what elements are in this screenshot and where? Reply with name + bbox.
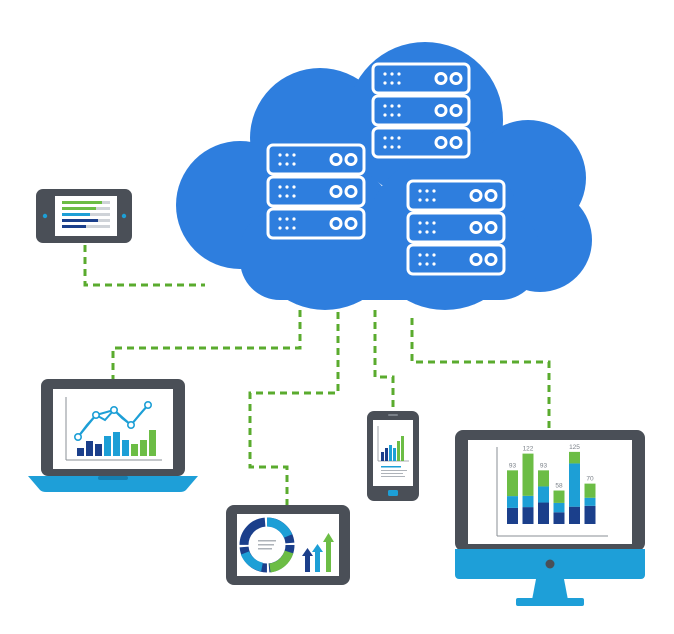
bar-segment [553,502,565,513]
connector-tablet-small [83,245,205,287]
connector-monitor [410,318,551,430]
bar-segment [507,507,518,524]
connector-phone [373,310,395,412]
bar-segment [522,507,534,524]
bar-segment [538,486,549,503]
tablet-icon [36,189,132,243]
bar-segment [522,495,534,508]
bar-value-label: 93 [540,462,548,469]
bar-value-label: 58 [555,483,563,490]
connector-laptop [111,310,302,380]
bar-value-label: 125 [569,444,580,451]
cycle-diagram [239,517,295,573]
bar-segment [584,483,596,498]
bar-segment [522,453,534,496]
bar-segment [538,470,549,487]
bar-segment [507,496,518,508]
laptop-icon [28,379,198,492]
bar-segment [569,506,580,524]
bar-segment [507,470,518,497]
desktop-monitor-icon: 93 122 93 58 125 70 [455,430,645,606]
bar-segment [584,497,596,506]
monitor-bar-chart: 93 122 93 58 125 70 [496,444,608,537]
horizontal-bar-chart [62,201,110,228]
bar-value-label: 122 [523,446,534,453]
connector-tablet-large [248,312,340,506]
bar-segment [538,502,549,524]
arrow-chart [302,533,334,572]
bar-segment [553,490,565,503]
laptop-chart [65,397,162,461]
tablet-icon [226,505,350,585]
phone-chart [377,426,409,477]
bar-value-label: 93 [509,462,517,469]
bar-segment [553,512,565,524]
bar-value-label: 70 [586,476,594,483]
connector-lines [83,245,551,506]
bar-segment [569,463,580,507]
phone-icon [367,411,419,501]
bar-segment [569,451,580,464]
bar-segment [584,505,596,524]
